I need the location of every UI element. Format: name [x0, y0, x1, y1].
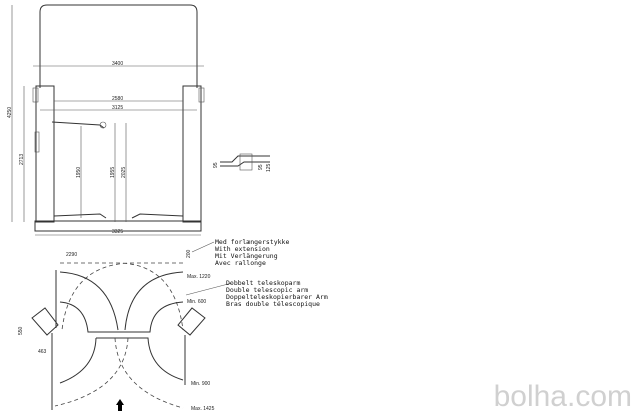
svg-text:Mit Verlängerung: Mit Verlängerung	[215, 252, 278, 260]
lift-pad	[99, 121, 107, 129]
dim-lift-height-2: 1955	[110, 167, 116, 178]
max-swing-front	[60, 262, 184, 331]
svg-text:Dobbelt teleskoparm: Dobbelt teleskoparm	[226, 279, 300, 287]
left-motor	[32, 87, 39, 103]
arm-profile	[220, 155, 270, 167]
dim-inner-width: 2580	[112, 96, 123, 102]
left-upper-arm	[51, 121, 105, 129]
telescopic-note: Dobbelt teleskoparm Double telescopic ar…	[226, 279, 328, 308]
right-column-base	[177, 307, 206, 336]
svg-text:With extension: With extension	[215, 245, 270, 253]
left-column	[35, 85, 55, 223]
svg-text:Med forlængerstykke: Med forlængerstykke	[215, 238, 289, 246]
dim-arm-max-front: Max. 1220	[187, 274, 211, 280]
dim-arm-3: 125	[266, 163, 272, 172]
svg-text:Bras double télescopique: Bras double télescopique	[226, 300, 320, 308]
dim-arm-min-rear: Min. 900	[191, 381, 210, 387]
right-lower-arm	[131, 213, 184, 219]
dim-arm-max-rear: Max. 1425	[191, 406, 215, 412]
arm-pad	[239, 153, 253, 171]
dim-arm-min-front: Min. 600	[187, 299, 206, 305]
dim-lift-height-1: 1950	[76, 167, 82, 178]
dim-column-height: 2713	[19, 154, 25, 165]
dim-top-offset: 2290	[66, 252, 77, 258]
dim-extension: 200	[186, 249, 192, 258]
right-column	[182, 85, 202, 223]
dim-total-height: 4250	[7, 107, 13, 118]
dim-pad-width: 463	[38, 349, 47, 355]
right-motor	[198, 87, 205, 103]
svg-text:Double telescopic arm: Double telescopic arm	[226, 286, 308, 294]
arm-arc-front-outer	[59, 271, 184, 331]
left-lower-arm	[53, 213, 107, 219]
dim-pad-height: 550	[18, 326, 24, 335]
front-view: 4250 2713 3400 2580 3125 1950 1955 2025 …	[7, 4, 205, 236]
dim-arm-2: 95	[258, 164, 264, 170]
left-column-base	[31, 307, 59, 336]
arm-arc-rear-inner	[59, 337, 184, 384]
svg-text:Avec rallonge: Avec rallonge	[215, 259, 266, 267]
drive-direction-arrow-icon	[116, 399, 124, 411]
watermark: bolha.com	[493, 380, 632, 413]
svg-text:Doppelteleskopierbarer Arm: Doppelteleskopierbarer Arm	[226, 293, 328, 301]
plan-view: 2290 200 Max. 1220 Min. 600 Min. 900 Max…	[18, 238, 328, 412]
dim-lift-height-3: 2025	[121, 167, 127, 178]
arm-arc-front-inner	[59, 301, 184, 333]
arm-detail: 95 95 125	[213, 153, 272, 172]
overhead-frame	[39, 4, 198, 88]
control-box	[34, 131, 40, 153]
base-plate	[34, 220, 202, 232]
dim-arm-1: 95	[213, 162, 219, 168]
dim-between-columns: 3125	[112, 105, 123, 111]
arm-arc-rear-outer	[54, 337, 184, 409]
extension-note: Med forlængerstykke With extension Mit V…	[215, 238, 289, 267]
dim-base-width: 3325	[112, 229, 123, 235]
dim-width-top: 3400	[112, 61, 123, 67]
